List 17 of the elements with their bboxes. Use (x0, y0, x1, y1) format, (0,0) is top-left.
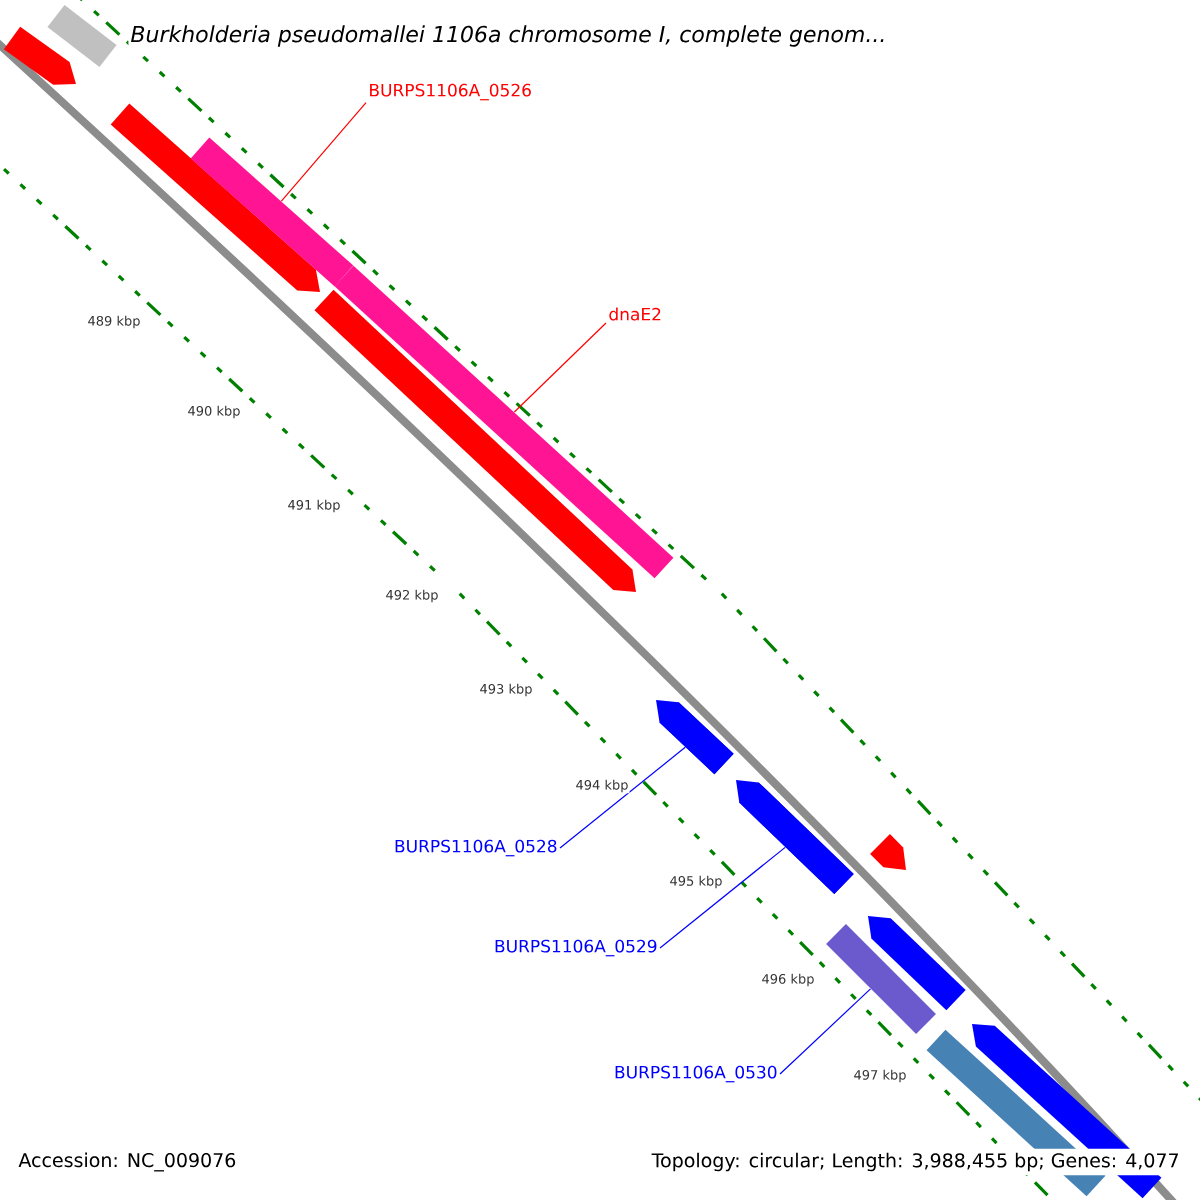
gene-block (656, 700, 734, 775)
leader-line (513, 322, 607, 413)
gene-label: BURPS1106A_0526 (370, 83, 531, 101)
gene-label: dnaE2 (609, 307, 661, 321)
gene-bar (190, 137, 354, 287)
summary-text: Topology: circular; Length: 3,988,455 bp; Genes: 4,077 (647, 1148, 1184, 1176)
gene-label: BURPS1106A_0530 (615, 1065, 777, 1083)
gene-label: BURPS1106A_0528 (395, 839, 557, 857)
gene-bar (826, 924, 936, 1034)
leader-line (559, 746, 686, 849)
gene-block (736, 780, 854, 895)
gene-label: BURPS1106A_0529 (495, 939, 657, 957)
leader-line (659, 846, 786, 949)
title: Burkholderia pseudomallei 1106a chromosome I, complete genom... (128, 23, 889, 49)
leader-line (779, 988, 872, 1075)
accession-text: Accession: NC_009076 (18, 1152, 236, 1172)
leader-line (280, 102, 367, 202)
